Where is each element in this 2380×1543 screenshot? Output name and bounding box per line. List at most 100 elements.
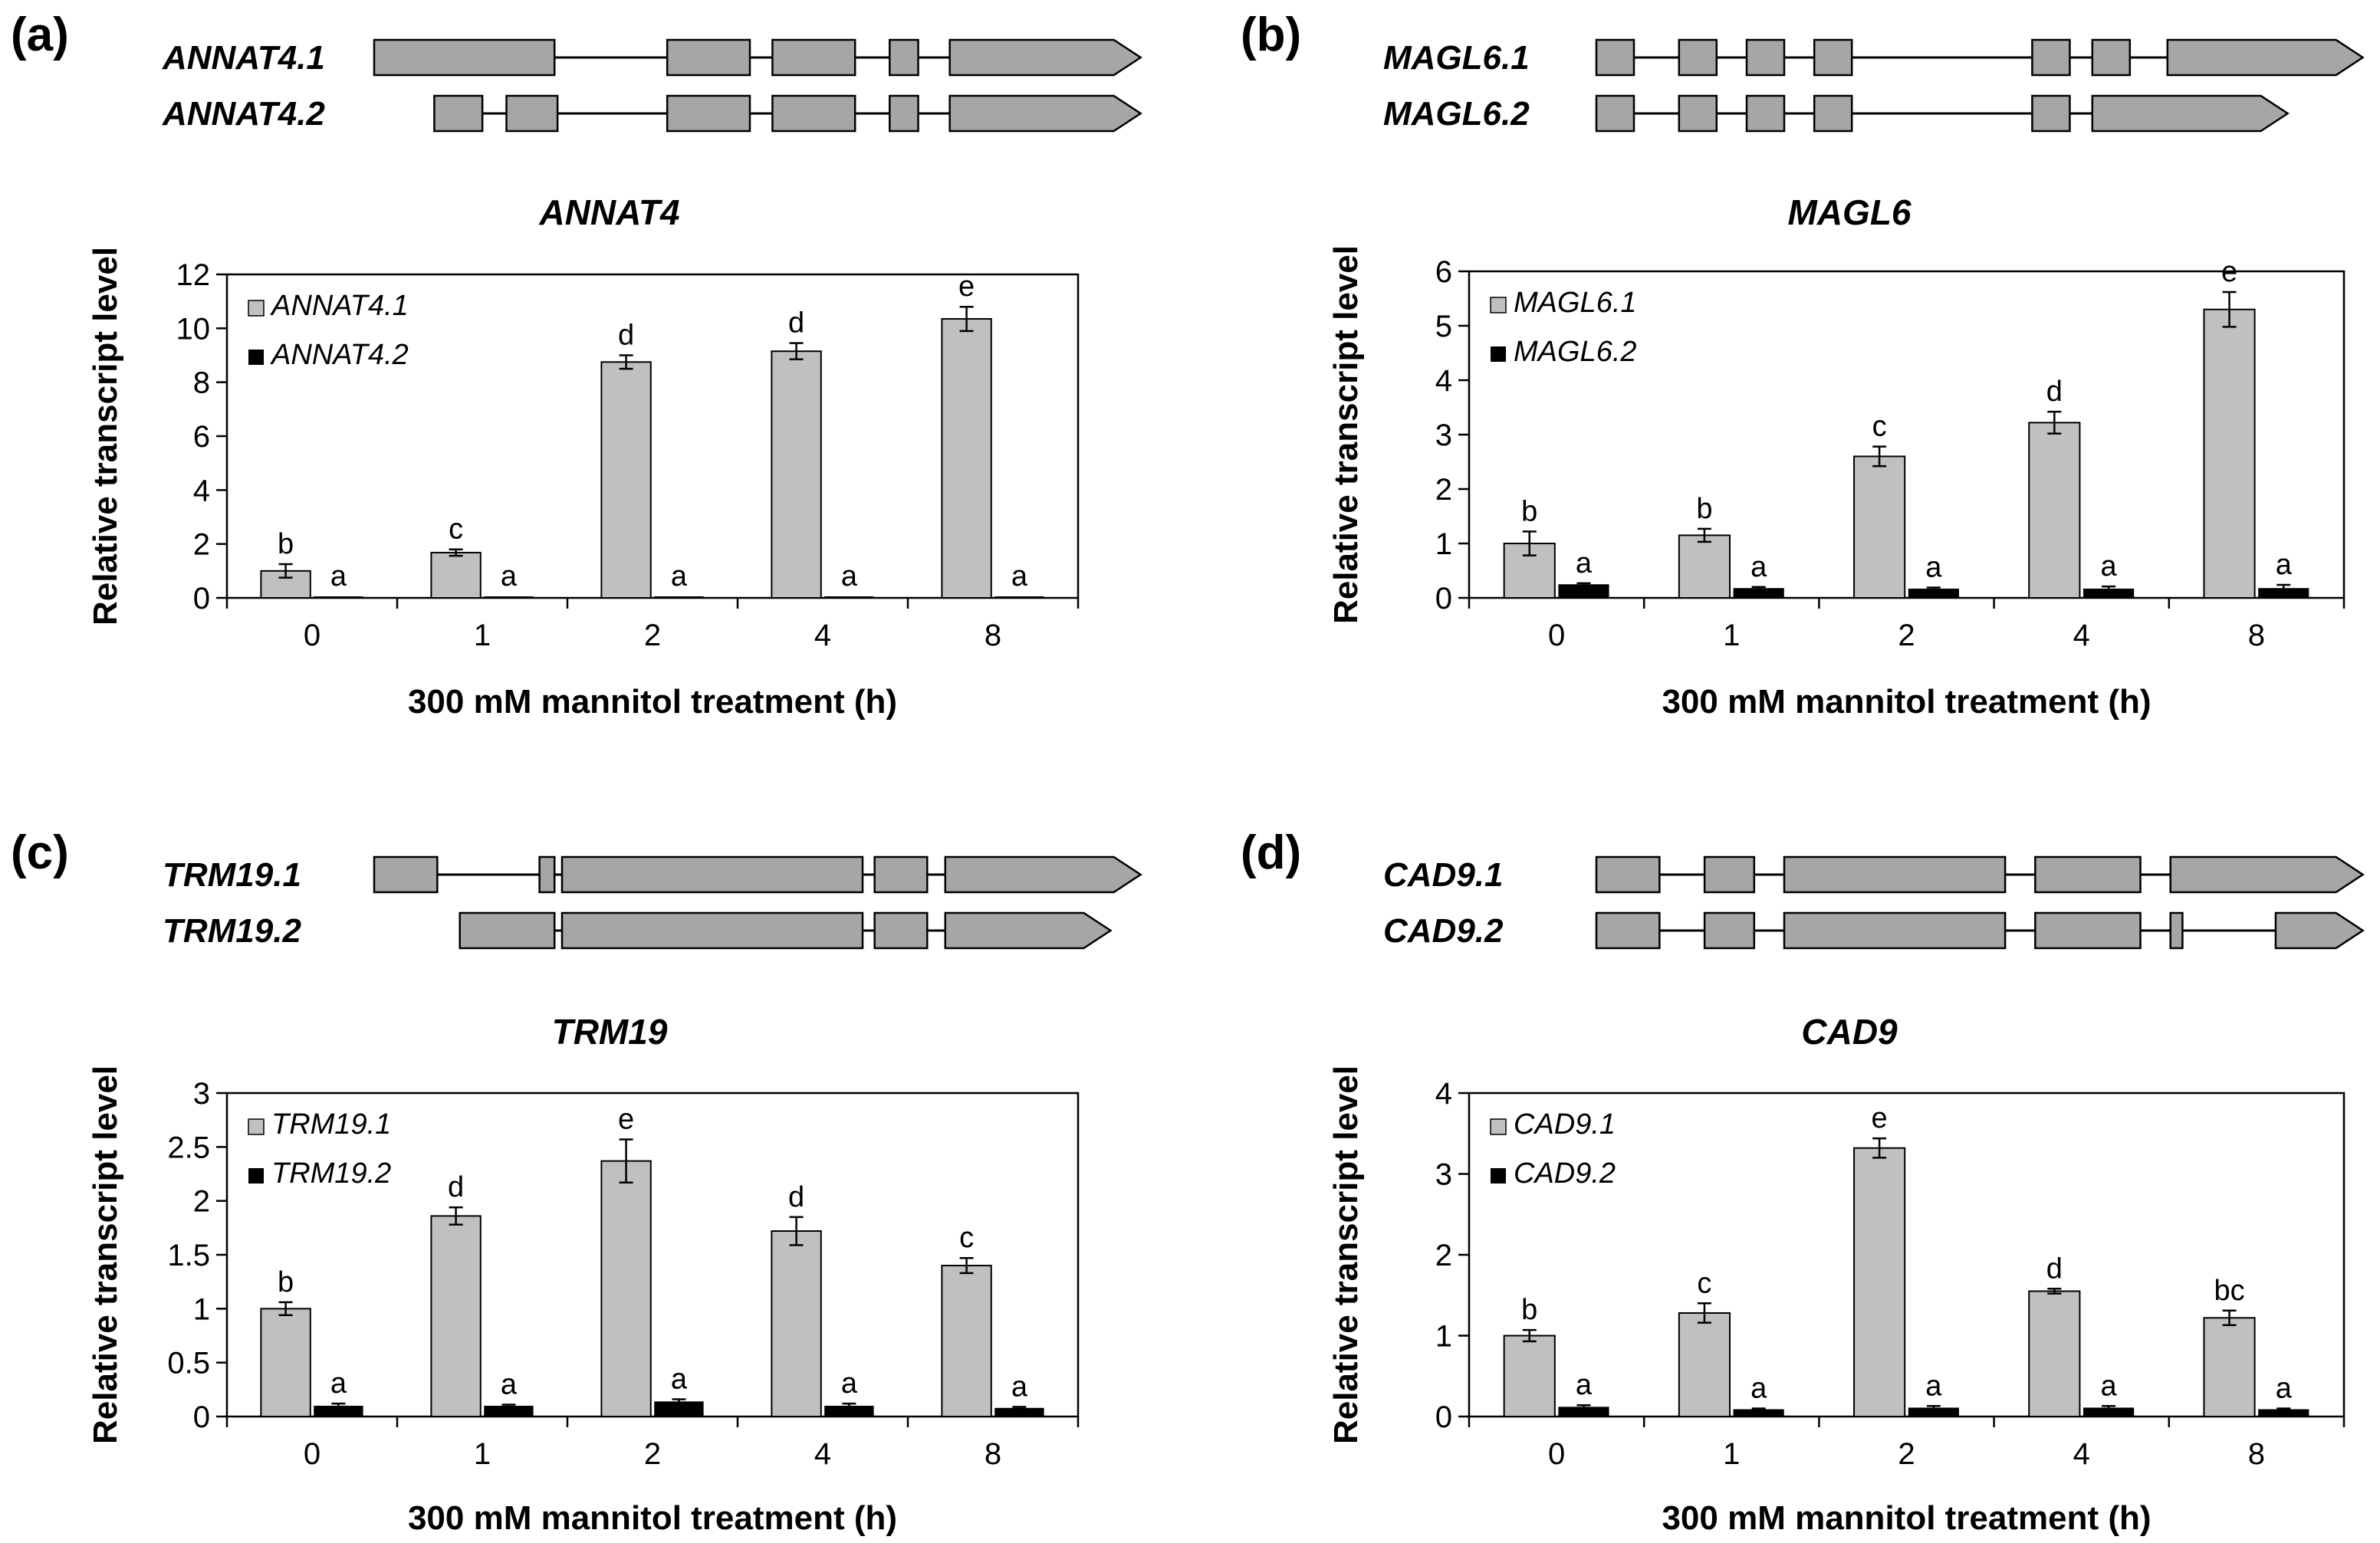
- panel-letter: (d): [1241, 826, 1301, 879]
- y-tick-label: 1: [193, 1292, 210, 1326]
- y-tick-label: 4: [1435, 364, 1452, 398]
- legend-label: MAGL6.2: [1514, 336, 1637, 368]
- y-axis-label: Relative transcript level: [1327, 1065, 1365, 1444]
- y-tick-label: 6: [193, 420, 210, 454]
- bar: [1733, 588, 1784, 598]
- exon: [433, 94, 484, 133]
- bar: [2203, 308, 2256, 599]
- bar: [2028, 422, 2081, 599]
- y-axis-label: Relative transcript level: [1327, 245, 1365, 624]
- y-tick-label: 1: [1435, 527, 1452, 561]
- x-tick-label: 0: [304, 1437, 321, 1471]
- exon: [1813, 94, 1853, 133]
- legend-label: MAGL6.1: [1514, 287, 1637, 319]
- y-tick-label: 2.5: [167, 1131, 210, 1164]
- legend-label: ANNAT4.2: [270, 339, 409, 371]
- exon: [2031, 94, 2071, 133]
- significance-label: c: [449, 514, 463, 546]
- bar: [1558, 584, 1609, 598]
- x-tick-label: 4: [814, 619, 831, 652]
- exon: [2034, 855, 2142, 894]
- significance-label: a: [2276, 1372, 2293, 1404]
- y-tick-label: 0: [1435, 582, 1452, 616]
- significance-label: c: [959, 1222, 974, 1254]
- bar: [1503, 1335, 1556, 1417]
- isoform-label: ANNAT4.2: [162, 95, 325, 133]
- significance-label: a: [1750, 1372, 1767, 1404]
- legend-swatch: [248, 1168, 264, 1184]
- gene-model: CAD9.2: [1383, 911, 2365, 950]
- bar: [771, 350, 822, 599]
- x-tick-label: 4: [2073, 619, 2090, 652]
- x-tick-label: 4: [814, 1437, 831, 1471]
- significance-label: d: [2046, 376, 2063, 408]
- exon: [560, 911, 864, 950]
- significance-label: a: [1576, 547, 1593, 579]
- significance-label: d: [788, 1181, 804, 1213]
- bar: [824, 596, 874, 598]
- legend-swatch: [1490, 1118, 1507, 1135]
- exon: [459, 911, 556, 950]
- bar: [2258, 1409, 2309, 1417]
- legend-swatch: [1491, 346, 1506, 362]
- isoform-label: MAGL6.2: [1383, 95, 1530, 133]
- y-tick-label: 6: [1435, 255, 1452, 289]
- exon: [771, 38, 856, 77]
- bar: [1853, 1147, 1906, 1417]
- bar: [654, 596, 704, 598]
- significance-label: a: [1925, 552, 1942, 584]
- exon: [1745, 38, 1786, 77]
- gene-model: TRM19.1: [163, 855, 1142, 894]
- x-axis-label: 300 mM mannitol treatment (h): [408, 683, 897, 721]
- y-axis-label: Relative transcript level: [87, 247, 124, 625]
- x-tick-label: 0: [304, 619, 321, 652]
- x-tick-label: 2: [1898, 1437, 1915, 1471]
- y-tick-label: 3: [1435, 419, 1452, 452]
- legend-swatch: [248, 350, 264, 365]
- y-tick-label: 2: [1435, 1239, 1452, 1272]
- exon-arrow: [944, 911, 1113, 950]
- x-tick-label: 4: [2073, 1437, 2090, 1471]
- x-axis-label: 300 mM mannitol treatment (h): [408, 1499, 897, 1537]
- exon-arrow: [944, 855, 1142, 894]
- exon: [373, 855, 439, 894]
- y-tick-label: 0: [1435, 1400, 1452, 1434]
- legend-label: ANNAT4.1: [270, 290, 409, 322]
- y-axis-label: Relative transcript level: [87, 1065, 124, 1444]
- isoform-label: TRM19.1: [163, 856, 301, 894]
- bar: [824, 1405, 874, 1417]
- exon: [1703, 855, 1756, 894]
- legend-label: TRM19.1: [271, 1108, 391, 1141]
- y-tick-label: 3: [193, 1077, 210, 1111]
- significance-label: a: [2276, 549, 2293, 581]
- x-axis-label: 300 mM mannitol treatment (h): [1662, 683, 2151, 721]
- exon-arrow: [2091, 94, 2290, 133]
- x-tick-label: 1: [474, 619, 491, 652]
- y-tick-label: 0: [193, 1400, 210, 1434]
- significance-label: a: [501, 560, 518, 593]
- bar: [1908, 1407, 1959, 1417]
- bar: [1908, 588, 1959, 598]
- bar: [260, 1308, 311, 1418]
- isoform-label: TRM19.2: [163, 912, 301, 950]
- significance-label: b: [1521, 1294, 1537, 1326]
- bar: [2203, 1317, 2256, 1418]
- panel-letter: (a): [11, 8, 69, 61]
- y-tick-label: 3: [1435, 1158, 1452, 1192]
- significance-label: a: [671, 1363, 688, 1395]
- significance-label: e: [618, 1103, 634, 1135]
- exon: [1595, 38, 1635, 77]
- legend-label: CAD9.2: [1514, 1157, 1616, 1190]
- x-tick-label: 1: [474, 1437, 491, 1471]
- exon-arrow: [2274, 911, 2365, 950]
- isoform-label: MAGL6.1: [1383, 39, 1530, 77]
- chart-title: CAD9: [1801, 1012, 1898, 1052]
- bar: [430, 1215, 482, 1417]
- bar: [771, 1230, 822, 1418]
- exon: [1703, 911, 1756, 950]
